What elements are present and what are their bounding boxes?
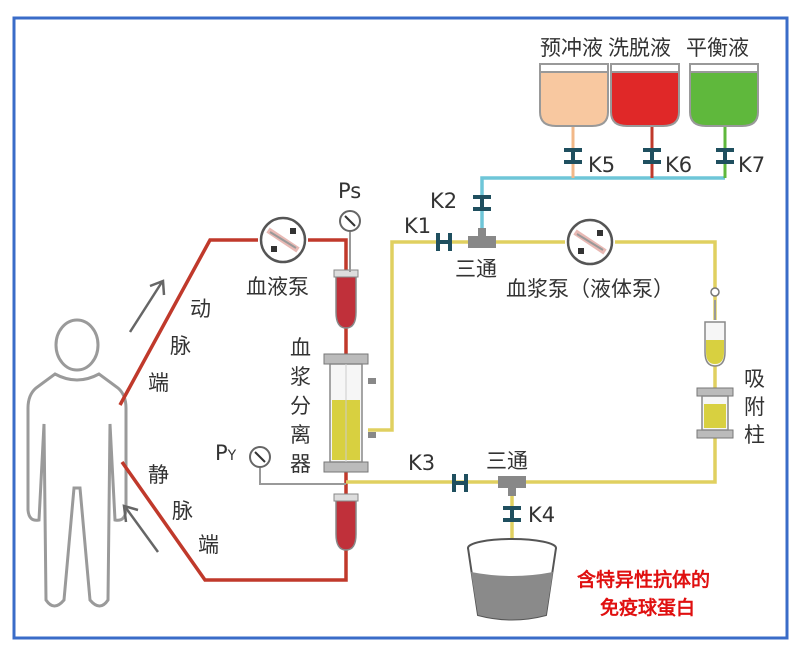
venous-label: 静 脉 端 bbox=[148, 463, 219, 557]
svg-text:端: 端 bbox=[198, 533, 219, 557]
svg-text:脉: 脉 bbox=[170, 334, 191, 358]
svg-text:柱: 柱 bbox=[744, 423, 765, 447]
svg-text:端: 端 bbox=[148, 371, 169, 395]
valve-k3 bbox=[452, 474, 468, 492]
blood-pump-label: 血液泵 bbox=[246, 275, 309, 299]
svg-text:分: 分 bbox=[290, 394, 311, 418]
waste-bucket bbox=[467, 538, 557, 621]
plasma-separator bbox=[323, 353, 376, 473]
valve-k4 bbox=[503, 506, 521, 522]
svg-text:血: 血 bbox=[290, 336, 311, 360]
py-subscript: Y bbox=[227, 448, 237, 464]
bag-elution bbox=[610, 63, 680, 127]
valve-label-k7: K7 bbox=[738, 153, 765, 177]
tee-label-top: 三通 bbox=[455, 257, 497, 281]
separator-label: 血 浆 分 离 器 bbox=[290, 336, 311, 476]
py-gauge bbox=[249, 446, 346, 485]
bag-balance bbox=[689, 63, 759, 127]
ps-label: Ps bbox=[338, 179, 361, 203]
plasma-pump-label: 血浆泵（液体泵） bbox=[506, 277, 674, 301]
column-label: 吸 附 柱 bbox=[744, 367, 765, 447]
flow-arrows bbox=[122, 279, 166, 553]
valve-label-k5: K5 bbox=[588, 153, 615, 177]
valves bbox=[436, 148, 734, 522]
svg-text:脉: 脉 bbox=[172, 499, 193, 523]
svg-text:PY: PY bbox=[215, 441, 237, 465]
valve-k1 bbox=[436, 233, 452, 251]
plasma-drip-chamber bbox=[704, 287, 726, 367]
tee-top bbox=[468, 228, 496, 248]
svg-text:含特异性抗体的: 含特异性抗体的 bbox=[577, 568, 710, 591]
svg-text:吸: 吸 bbox=[744, 367, 765, 391]
drip-chamber-top bbox=[333, 269, 359, 329]
svg-text:附: 附 bbox=[744, 395, 765, 419]
svg-text:器: 器 bbox=[290, 452, 311, 476]
blood-pump bbox=[259, 216, 307, 264]
bag-label-elution: 洗脱液 bbox=[608, 36, 671, 60]
plasma-pump bbox=[566, 218, 614, 266]
drip-chamber-bottom bbox=[333, 493, 359, 551]
valve-k5 bbox=[564, 148, 582, 164]
immunoglobulin-note: 含特异性抗体的 免疫球蛋白 bbox=[577, 568, 710, 619]
bag-label-balance: 平衡液 bbox=[686, 36, 749, 60]
arterial-label: 动 脉 端 bbox=[148, 297, 211, 395]
ps-gauge bbox=[339, 210, 361, 272]
human-figure bbox=[26, 318, 128, 608]
valve-k7 bbox=[716, 148, 734, 164]
svg-text:离: 离 bbox=[290, 423, 311, 447]
adsorption-column bbox=[696, 387, 734, 439]
valve-k2 bbox=[473, 195, 491, 211]
blood-circuit bbox=[118, 238, 348, 582]
py-label: P bbox=[215, 441, 228, 465]
svg-text:免疫球蛋白: 免疫球蛋白 bbox=[600, 596, 695, 619]
tee-bottom bbox=[498, 476, 526, 496]
bag-prime bbox=[539, 63, 609, 127]
svg-text:浆: 浆 bbox=[290, 365, 311, 389]
outer-frame bbox=[12, 16, 789, 640]
svg-text:动: 动 bbox=[190, 297, 211, 321]
bag-label-prime: 预冲液 bbox=[540, 36, 603, 60]
rinse-circuit bbox=[480, 176, 725, 232]
svg-text:静: 静 bbox=[148, 463, 169, 487]
valve-k6 bbox=[643, 148, 661, 164]
valve-label-k1: K1 bbox=[404, 214, 431, 238]
valve-label-k6: K6 bbox=[665, 153, 692, 177]
valve-label-k3: K3 bbox=[408, 451, 435, 475]
tee-label-bottom: 三通 bbox=[486, 449, 528, 473]
valve-label-k4: K4 bbox=[528, 503, 555, 527]
valve-label-k2: K2 bbox=[430, 189, 457, 213]
